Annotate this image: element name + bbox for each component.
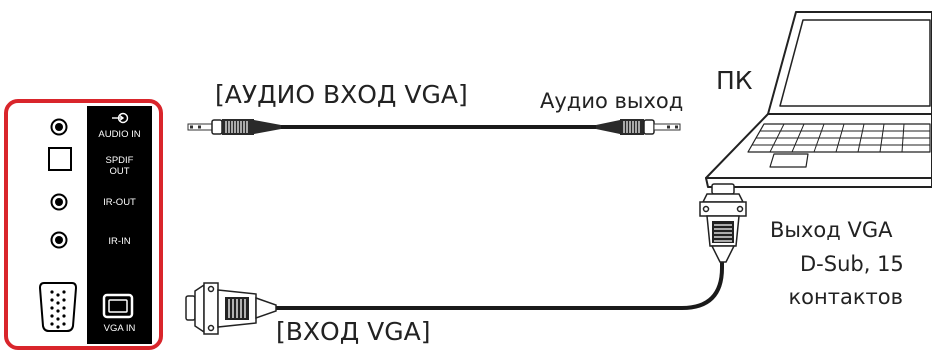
- vga-out-label-line2: D-Sub, 15: [800, 252, 904, 276]
- connector-panel: [4, 99, 163, 350]
- audio-out-label: Аудио выход: [540, 89, 684, 113]
- vga-cable-wire: [276, 262, 724, 310]
- ir-in-jack: [50, 231, 68, 249]
- audio-vga-in-label: [АУДИО ВХОД VGA]: [215, 80, 468, 109]
- vga-out-label-line3: контактов: [788, 285, 903, 309]
- vga-in-port: [38, 282, 78, 332]
- panel-black-strip: [87, 106, 152, 344]
- audio-in-icon: [112, 112, 129, 124]
- ir-out-label: IR-OUT: [103, 197, 136, 208]
- vga-in-label: [ВХОД VGA]: [276, 317, 431, 346]
- spdif-out-port: [48, 147, 72, 171]
- spdif-out-label-line2: OUT: [109, 166, 130, 177]
- audio-plug-left: [187, 119, 281, 135]
- spdif-out-label-line1: SPDIF: [105, 155, 134, 166]
- ir-in-label: IR-IN: [108, 236, 131, 247]
- audio-in-label: AUDIO IN: [98, 129, 141, 140]
- audio-plug-right: [596, 119, 681, 135]
- vga-connector-right: [699, 183, 747, 263]
- vga-cable: [185, 183, 747, 335]
- vga-in-icon: [102, 293, 134, 319]
- audio-cable: [187, 119, 681, 135]
- vga-out-label-line1: Выход VGA: [770, 218, 893, 242]
- laptop-icon: [705, 11, 932, 188]
- audio-in-jack: [50, 118, 68, 136]
- vga-connector-left: [185, 282, 277, 335]
- pc-label: ПК: [716, 66, 753, 95]
- ir-out-jack: [50, 193, 68, 211]
- vga-in-panel-label: VGA IN: [103, 323, 136, 334]
